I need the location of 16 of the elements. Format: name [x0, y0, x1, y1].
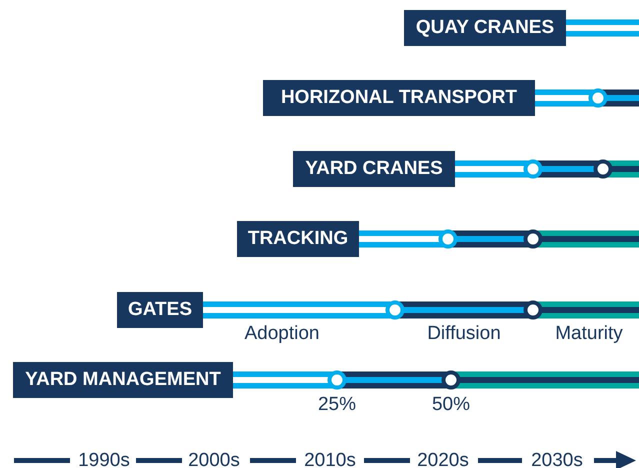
- percent-label: 50%: [432, 394, 470, 416]
- phase-label: Maturity: [555, 323, 623, 345]
- percent-label: 25%: [318, 394, 356, 416]
- category-label-box: TRACKING: [237, 221, 359, 257]
- decade-label: 2030s: [531, 450, 583, 468]
- category-label-box: GATES: [117, 292, 203, 328]
- category-label-box: YARD CRANES: [293, 151, 455, 187]
- category-label-box: HORIZONAL TRANSPORT: [263, 80, 535, 116]
- decade-label: 2000s: [188, 450, 240, 468]
- decade-label: 2010s: [304, 450, 356, 468]
- category-label-box: QUAY CRANES: [404, 10, 566, 46]
- category-label-box: YARD MANAGEMENT: [13, 362, 233, 398]
- phase-label: Adoption: [244, 323, 320, 345]
- decade-label: 1990s: [78, 450, 130, 468]
- decade-label: 2020s: [417, 450, 469, 468]
- phase-label: Diffusion: [427, 323, 501, 345]
